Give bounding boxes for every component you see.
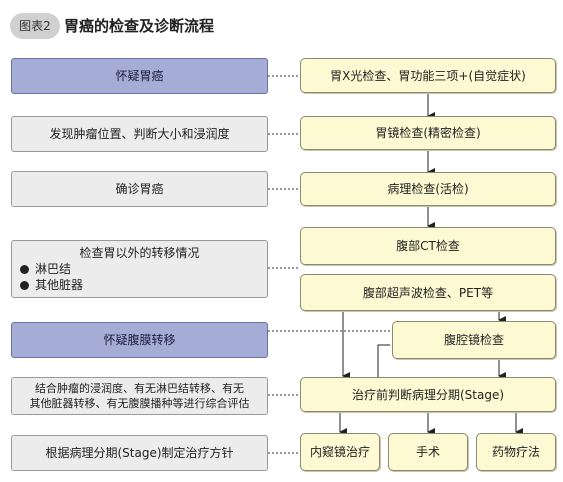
page-title: 胃癌的检查及诊断流程 bbox=[64, 17, 215, 35]
xray-exam-box: 胃X光检查、胃功能三项+(自觉症状) bbox=[300, 58, 556, 93]
confirm-cancer-box: 确诊胃癌 bbox=[11, 171, 268, 207]
pathology-label: 病理检查(活检) bbox=[387, 182, 469, 196]
suspect-peritoneal-label: 怀疑腹膜转移 bbox=[103, 333, 176, 347]
metastasis-box: 检查胃以外的转移情况 淋巴结 其他脏器 bbox=[11, 240, 268, 298]
abdominal-ct-label: 腹部CT检查 bbox=[396, 239, 460, 253]
metastasis-item: 其他脏器 bbox=[20, 277, 259, 293]
metastasis-item-label: 淋巴结 bbox=[35, 262, 72, 276]
metastasis-title: 检查胃以外的转移情况 bbox=[79, 246, 200, 260]
staging-box: 治疗前判断病理分期(Stage) bbox=[300, 377, 556, 412]
combined-eval-box: 结合肿瘤的浸润度、有无淋巴结转移、有无 其他脏器转移、有无腹膜播种等进行综合评估 bbox=[11, 377, 268, 415]
drug-therapy-label: 药物疗法 bbox=[491, 445, 540, 459]
confirm-cancer-label: 确诊胃癌 bbox=[115, 182, 164, 196]
xray-exam-label: 胃X光检查、胃功能三项+(自觉症状) bbox=[330, 68, 526, 83]
metastasis-item-label: 其他脏器 bbox=[35, 278, 84, 292]
suspect-peritoneal-box: 怀疑腹膜转移 bbox=[11, 322, 268, 358]
combined-eval-line-2: 其他脏器转移、有无腹膜播种等进行综合评估 bbox=[29, 397, 250, 410]
plan-treatment-box: 根据病理分期(Stage)制定治疗方针 bbox=[11, 435, 268, 471]
abdominal-ct-box: 腹部CT检查 bbox=[300, 227, 556, 265]
pathology-box: 病理检查(活检) bbox=[300, 172, 556, 206]
bullet-icon bbox=[20, 280, 29, 290]
suspect-cancer-label: 怀疑胃癌 bbox=[115, 69, 164, 83]
surgery-label: 手术 bbox=[415, 445, 440, 459]
gastroscopy-box: 胃镜检查(精密检查) bbox=[300, 116, 556, 150]
locate-tumor-label: 发现肿瘤位置、判断大小和浸润度 bbox=[49, 127, 230, 141]
locate-tumor-box: 发现肿瘤位置、判断大小和浸润度 bbox=[11, 116, 268, 152]
endoscopic-treatment-box: 内窥镜治疗 bbox=[300, 433, 380, 471]
ultrasound-pet-box: 腹部超声波检查、PET等 bbox=[300, 274, 556, 311]
figure-tag: 图表2 bbox=[10, 13, 60, 39]
bullet-icon bbox=[20, 264, 29, 274]
ultrasound-pet-label: 腹部超声波检查、PET等 bbox=[362, 285, 494, 300]
surgery-box: 手术 bbox=[388, 433, 468, 471]
drug-therapy-box: 药物疗法 bbox=[476, 433, 556, 471]
endoscopic-treatment-label: 内窥镜治疗 bbox=[309, 445, 370, 459]
laparoscopy-label: 腹腔镜检查 bbox=[443, 333, 504, 347]
feedback-line bbox=[377, 344, 390, 378]
laparoscopy-box: 腹腔镜检查 bbox=[392, 321, 556, 359]
metastasis-item: 淋巴结 bbox=[20, 261, 259, 277]
gastroscopy-label: 胃镜检查(精密检查) bbox=[375, 126, 481, 140]
staging-label: 治疗前判断病理分期(Stage) bbox=[351, 387, 505, 402]
combined-eval-line-1: 结合肿瘤的浸润度、有无淋巴结转移、有无 bbox=[35, 382, 244, 395]
plan-treatment-label: 根据病理分期(Stage)制定治疗方针 bbox=[45, 446, 234, 460]
suspect-cancer-box: 怀疑胃癌 bbox=[11, 58, 268, 94]
